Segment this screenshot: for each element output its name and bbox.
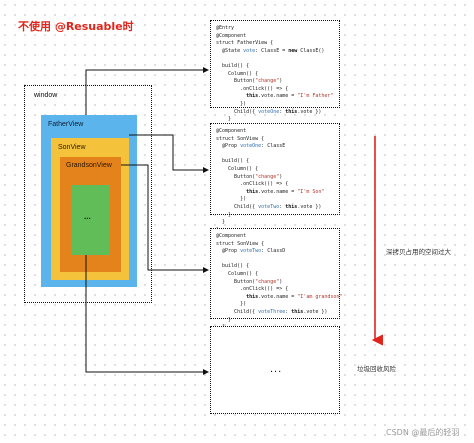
code-line: build() {: [222, 263, 250, 270]
code-line: }): [240, 301, 247, 308]
son-code: @Component struct SonView { @Prop voteOn…: [216, 128, 324, 234]
code-line: struct SonView {: [216, 240, 265, 247]
watermark: CSDN @最后的轻羽: [386, 428, 460, 437]
inner-connector-arrow: [85, 255, 209, 375]
code-line: @Prop voteOne: ClassE: [216, 143, 286, 150]
code-line: }: [228, 116, 232, 123]
code-line: Column() {: [228, 165, 259, 172]
code-line: struct FatherView {: [216, 40, 274, 47]
grandson-code: @Component struct SonView { @Prop voteTw…: [216, 233, 342, 339]
code-line: struct SonView {: [216, 135, 265, 142]
code-line: @Component: [216, 32, 247, 39]
grandson-code-panel: @Component struct SonView { @Prop voteTw…: [210, 228, 342, 338]
code-line: Column() {: [228, 70, 259, 77]
diagram-title: 不使用 @Resuable时: [18, 20, 134, 33]
code-line: @Component: [216, 233, 247, 239]
code-line: @Prop voteTwo: ClassD: [216, 248, 286, 255]
code-line: .onClick(() => {: [240, 181, 289, 188]
code-line: }): [240, 100, 247, 107]
code-line: }): [240, 196, 247, 203]
son-connector-arrow: [129, 134, 209, 173]
gc-risk-note: 垃圾回收风险: [357, 365, 396, 373]
code-line: @State vote: ClassE = new ClassE(): [216, 47, 325, 54]
father-code-panel: @Entry @Component struct FatherView { @S…: [210, 20, 340, 137]
next-level-ellipsis: ...: [270, 363, 283, 375]
code-line: }: [228, 211, 232, 218]
code-line: this.vote.name = "I'm Son": [246, 188, 325, 195]
inner-view-label: ...: [84, 212, 91, 221]
code-line: this.vote.name = "I'am grandson": [246, 293, 343, 300]
code-line: Child({ voteOne: this.vote }): [216, 108, 322, 115]
son-code-panel: @Component struct SonView { @Prop voteOn…: [210, 123, 340, 233]
code-line: Button("change"): [216, 173, 283, 180]
code-line: @Component: [216, 128, 247, 134]
grandson-view-label: GrandsonView: [66, 162, 112, 169]
father-code: @Entry @Component struct FatherView { @S…: [216, 25, 333, 139]
code-line: Button("change"): [216, 78, 283, 85]
window-label: window: [34, 92, 58, 99]
code-line: Child({ voteTwo: this.vote }): [216, 203, 322, 210]
father-connector-arrow: [85, 67, 209, 115]
next-level-panel: [210, 326, 340, 414]
code-line: .onClick(() => {: [240, 85, 289, 92]
code-line: build() {: [222, 62, 250, 69]
father-view-label: FatherView: [48, 121, 84, 128]
code-line: Child({ voteThree: this.vote }): [216, 308, 328, 315]
code-line: this.vote.name = "I'm Father": [246, 93, 334, 100]
code-line: Column() {: [228, 270, 259, 277]
code-line: }: [222, 219, 226, 226]
son-view-label: SonView: [58, 144, 86, 151]
deep-copy-note: 深拷贝占用的空间过大: [386, 248, 451, 256]
code-line: Button("change"): [216, 278, 283, 285]
grandson-connector-arrow: [121, 164, 209, 273]
code-line: }: [228, 316, 232, 323]
window-container: [24, 85, 152, 303]
code-line: build() {: [222, 158, 250, 165]
code-line: @Entry: [216, 25, 235, 31]
code-line: .onClick(() => {: [240, 286, 289, 293]
inner-view-box: [71, 185, 109, 255]
